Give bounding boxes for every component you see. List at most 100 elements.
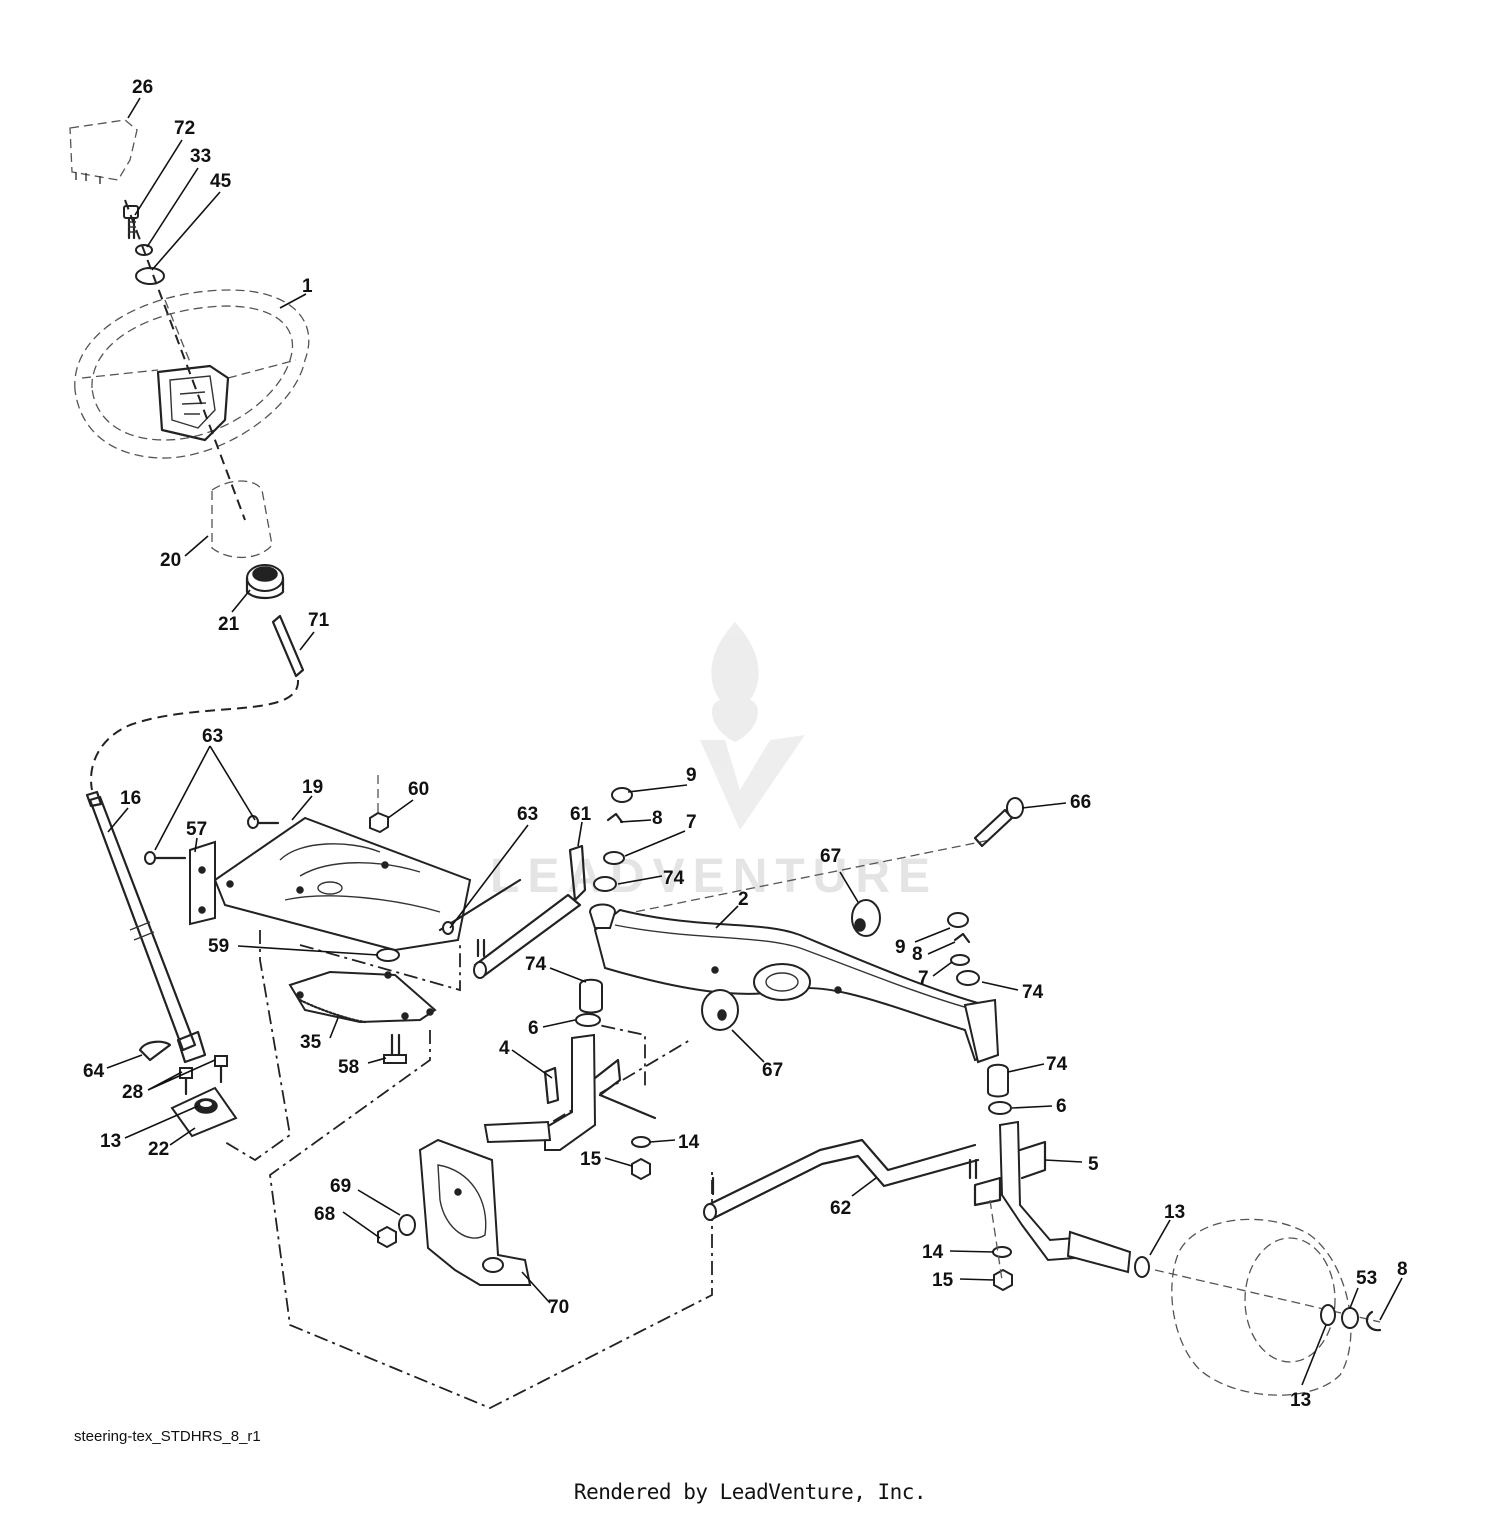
- callout-1: 1: [302, 276, 313, 297]
- callout-6-right: 6: [1056, 1096, 1067, 1117]
- callout-14-left: 14: [678, 1132, 700, 1153]
- axis-66: [594, 839, 991, 921]
- bolt-66: [973, 797, 1024, 848]
- washer-45: [135, 267, 165, 285]
- callout-70: 70: [548, 1297, 569, 1318]
- steering-wheel: [74, 289, 310, 459]
- washer-14-left: [631, 1136, 651, 1148]
- callout-5: 5: [1088, 1154, 1099, 1175]
- callout-13-wheel-inner: 13: [1164, 1202, 1185, 1223]
- bolt-63-plate: [438, 878, 522, 932]
- bushing-74-left-top: [593, 876, 617, 892]
- callout-13-wheel-outer: 13: [1290, 1390, 1311, 1411]
- washer-13-outer: [1320, 1304, 1336, 1326]
- callout-26: 26: [132, 77, 153, 98]
- callout-57: 57: [186, 819, 207, 840]
- shaft-axis-upper: [124, 199, 246, 521]
- callout-74-left-bottom: 74: [525, 954, 547, 975]
- pin-small-upper: [476, 938, 486, 958]
- washer-13-inner: [1134, 1256, 1150, 1278]
- front-tire: [1154, 1218, 1381, 1396]
- callout-13-bracket: 13: [100, 1131, 121, 1152]
- callout-62: 62: [830, 1198, 851, 1219]
- bolt-63-left: [144, 851, 187, 865]
- pin-71: [271, 614, 305, 678]
- sector-gear-35: [288, 970, 437, 1024]
- callout-16: 16: [120, 788, 141, 809]
- clip-8-right: [953, 932, 971, 944]
- callout-7-right: 7: [918, 968, 929, 989]
- callout-67-lower: 67: [762, 1060, 783, 1081]
- bolt-63-plate-head: [442, 921, 454, 935]
- callout-64: 64: [83, 1061, 105, 1082]
- callout-66: 66: [1070, 792, 1091, 813]
- washer-14-right: [992, 1246, 1012, 1258]
- callout-63-top: 63: [202, 726, 223, 747]
- bushing-21: [245, 564, 285, 600]
- callout-15-left: 15: [580, 1149, 602, 1170]
- callout-8-left: 8: [652, 808, 663, 829]
- steering-boot: [211, 480, 273, 559]
- leader-lines: [106, 97, 1403, 1386]
- assembly-line-plate: [224, 930, 291, 1162]
- spindle-4: [483, 1033, 657, 1151]
- callout-74-left-top: 74: [663, 868, 685, 889]
- steering-shaft: [85, 790, 207, 1064]
- bracket-70: [418, 1138, 532, 1286]
- callout-45: 45: [210, 171, 232, 192]
- callout-35: 35: [300, 1032, 322, 1053]
- callout-60: 60: [408, 779, 429, 800]
- render-credit: Rendered by LeadVenture, Inc.: [573, 1480, 927, 1504]
- washer-7-left: [603, 851, 625, 865]
- axis-right-spindle: [989, 1199, 1003, 1281]
- callout-9-left: 9: [686, 765, 697, 786]
- washer-6-left: [575, 1013, 601, 1027]
- steering-plate: [213, 816, 472, 952]
- assembly-line-arm: [574, 1019, 646, 1090]
- callout-labels: 26 72 33 45 1 20 21 71 63 16 19 60 57 63…: [83, 77, 1408, 1411]
- bracket-57: [189, 840, 216, 926]
- callout-71: 71: [308, 610, 330, 631]
- bolt-63-right: [247, 815, 280, 829]
- spindle-5: [973, 1120, 1132, 1274]
- callout-15-right: 15: [932, 1270, 954, 1291]
- bushing-74-right-bottom: [987, 1063, 1009, 1098]
- callout-61: 61: [570, 804, 592, 825]
- callout-19: 19: [302, 777, 323, 798]
- drag-link-62: [703, 1138, 980, 1221]
- callout-69: 69: [330, 1176, 351, 1197]
- nut-60: [369, 775, 389, 834]
- callout-6-left: 6: [528, 1018, 539, 1039]
- figure-code: steering-tex_STDHRS_8_r1: [74, 1428, 261, 1445]
- front-axle: [588, 903, 1000, 1064]
- clip-8-wheel: [1365, 1310, 1382, 1332]
- clip-64: [138, 1040, 172, 1062]
- callout-2: 2: [738, 889, 749, 910]
- pin-61: [473, 844, 587, 979]
- washer-53: [1341, 1307, 1359, 1329]
- callout-68: 68: [314, 1204, 335, 1225]
- watermark-text: LEADVENTURE: [490, 850, 938, 903]
- washer-6-right: [988, 1101, 1012, 1115]
- washer-59: [376, 948, 400, 962]
- nut-15-right: [993, 1268, 1013, 1292]
- assembly-line-box: [299, 944, 461, 992]
- callout-63-right: 63: [517, 804, 538, 825]
- assembly-line-gear: [269, 1030, 713, 1409]
- clip-8-left: [606, 812, 624, 824]
- cap-9-right: [947, 912, 969, 928]
- callout-53: 53: [1356, 1268, 1377, 1289]
- callout-7-left: 7: [686, 812, 697, 833]
- linkage-71-16: [90, 679, 300, 791]
- washer-67-upper: [851, 899, 881, 937]
- callout-74-right-top: 74: [1022, 982, 1044, 1003]
- steering-cap: [69, 119, 138, 184]
- callout-58: 58: [338, 1057, 359, 1078]
- callout-33: 33: [190, 146, 211, 167]
- nut-68: [377, 1225, 397, 1249]
- bolt-72: [123, 205, 139, 240]
- cap-9-left: [611, 787, 633, 803]
- watermark-logo: [700, 622, 805, 830]
- callout-21: 21: [218, 614, 240, 635]
